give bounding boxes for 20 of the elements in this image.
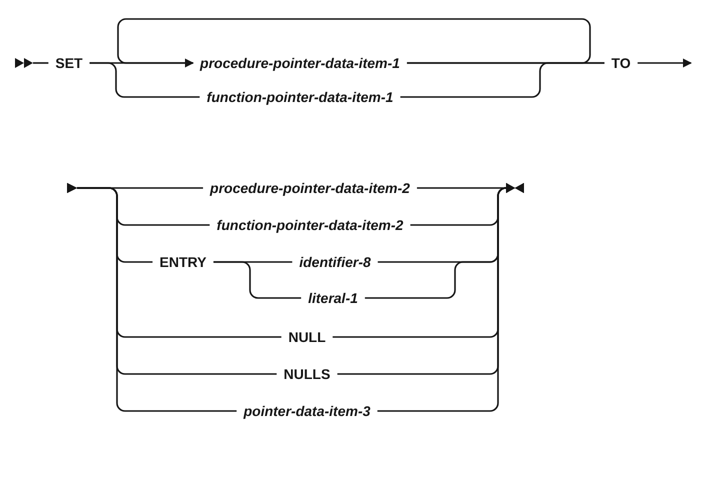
keyword-label: TO bbox=[604, 54, 638, 72]
keyword-label: NULL bbox=[281, 328, 333, 346]
rail-line bbox=[638, 58, 692, 68]
rail-line bbox=[213, 261, 302, 299]
parameter-label: function-pointer-data-item-1 bbox=[200, 88, 400, 106]
keyword-label: ENTRY bbox=[152, 253, 214, 271]
keyword-label: NULLS bbox=[276, 365, 338, 383]
parameter-label: procedure-pointer-data-item-1 bbox=[193, 54, 407, 72]
parameter-label: pointer-data-item-3 bbox=[236, 402, 378, 420]
parameter-label: identifier-8 bbox=[292, 253, 378, 271]
parameter-label: procedure-pointer-data-item-2 bbox=[203, 179, 417, 197]
rail-line bbox=[400, 62, 604, 98]
rail-line bbox=[377, 182, 524, 412]
parameter-label: function-pointer-data-item-2 bbox=[210, 216, 410, 234]
keyword-label: SET bbox=[48, 54, 90, 72]
rail-line bbox=[67, 183, 237, 412]
rail-line bbox=[90, 62, 200, 98]
parameter-label: literal-1 bbox=[301, 289, 365, 307]
rail-line bbox=[15, 58, 48, 68]
rail-line bbox=[117, 18, 591, 68]
